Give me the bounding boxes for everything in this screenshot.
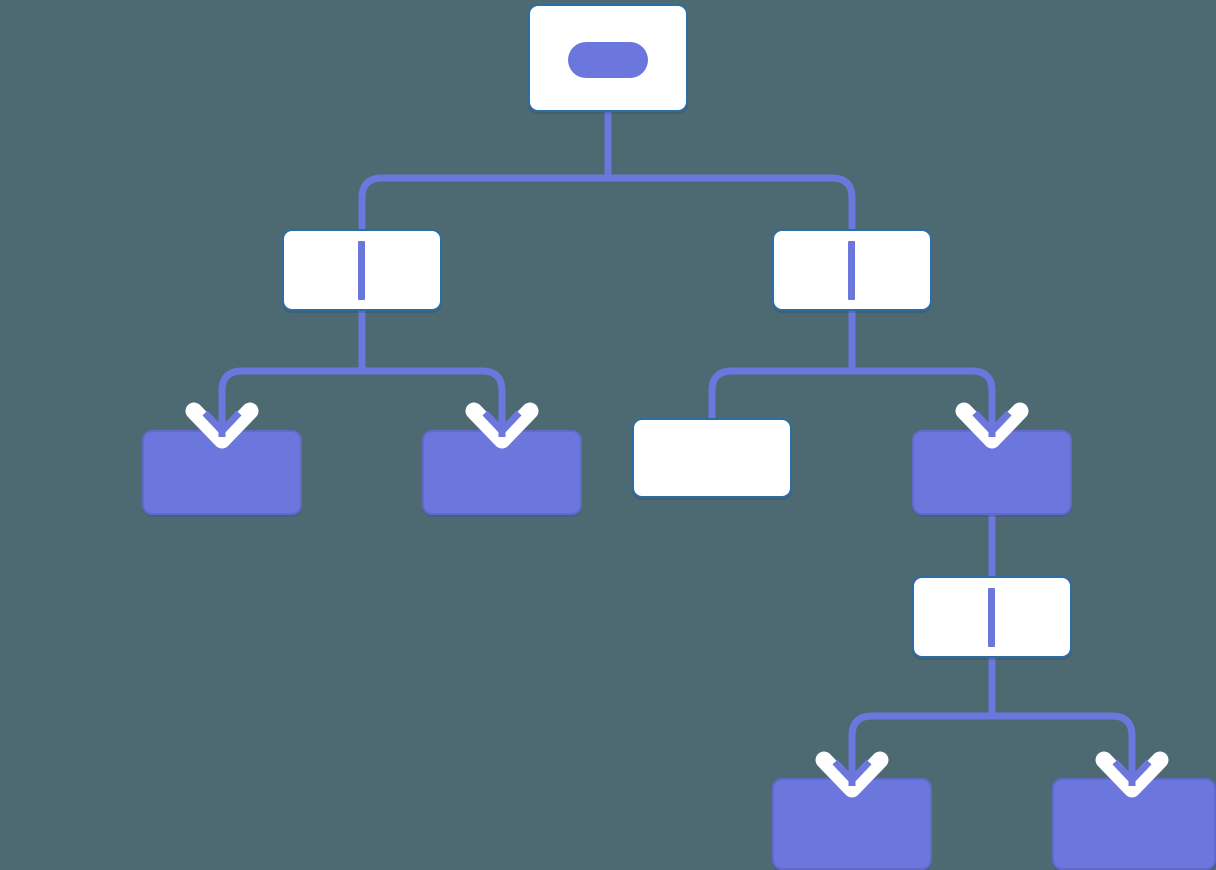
tree-node-branch-right[interactable] bbox=[912, 430, 1072, 515]
root-pill-shape bbox=[568, 42, 648, 78]
tree-node-leaf-1[interactable] bbox=[142, 430, 302, 515]
level4-bar bbox=[988, 588, 995, 647]
tree-node-level3-empty[interactable] bbox=[632, 418, 792, 498]
tree-node-leaf-2[interactable] bbox=[422, 430, 582, 515]
level2-left-bar bbox=[358, 241, 365, 300]
tree-node-leaf-3[interactable] bbox=[772, 778, 932, 870]
tree-node-leaf-4[interactable] bbox=[1052, 778, 1216, 870]
level2-right-bar bbox=[848, 241, 855, 300]
edge-n3-n6 bbox=[708, 367, 852, 420]
